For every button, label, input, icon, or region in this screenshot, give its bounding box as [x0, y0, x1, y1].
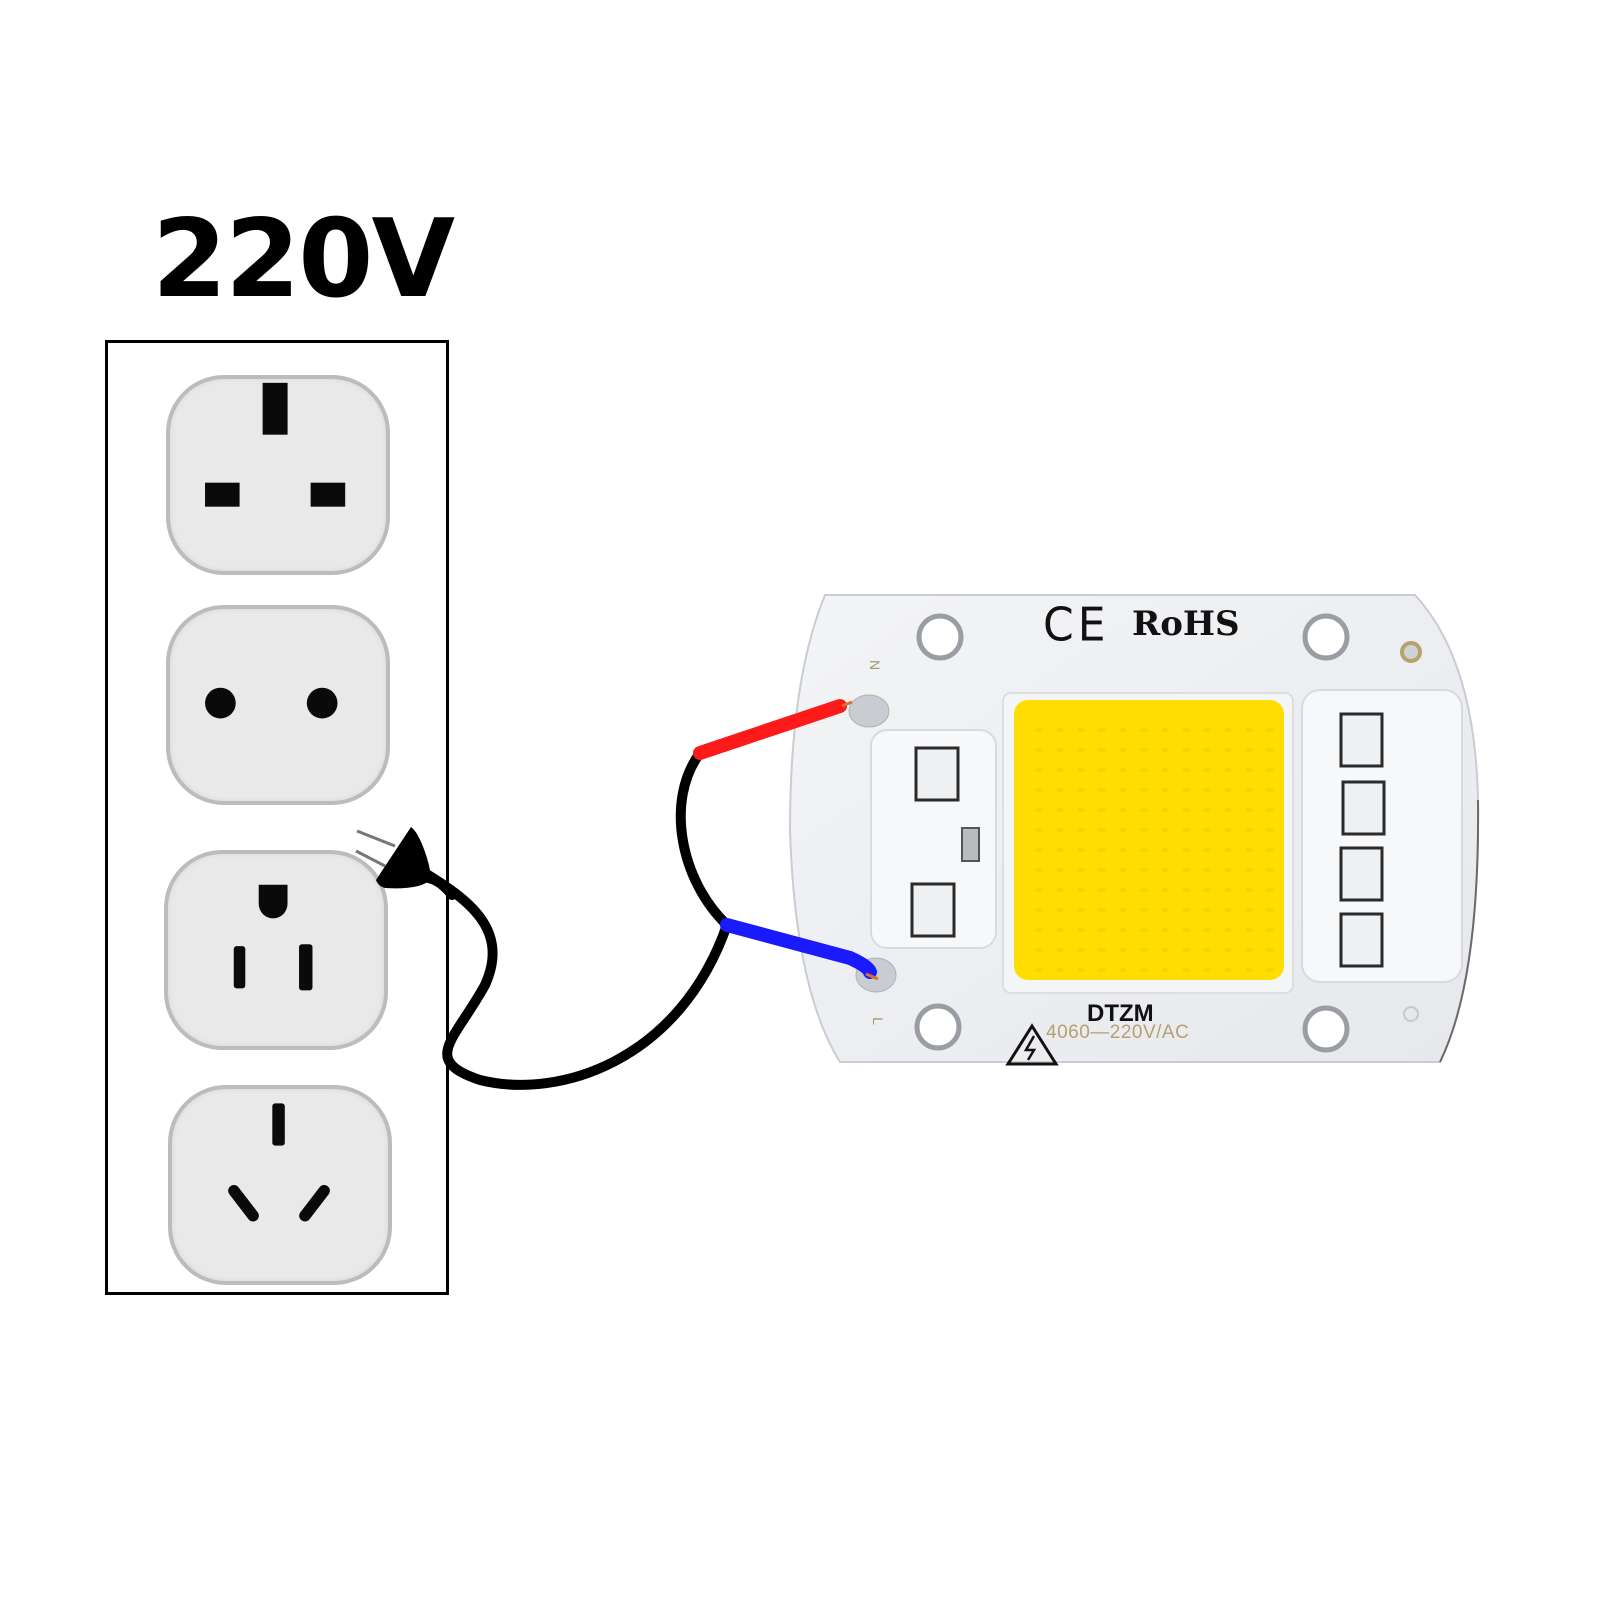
- solder-pad-l: [855, 957, 897, 993]
- model-label: 4060—220V/AC: [1046, 1022, 1190, 1043]
- terminal-l-label: L: [869, 1017, 886, 1025]
- power-cable: [415, 865, 732, 1090]
- solder-pad-n: [848, 694, 890, 728]
- driver-ic-column: [1339, 712, 1386, 968]
- wire-neutral-tip: [841, 700, 853, 708]
- outlet-panel: [105, 340, 449, 1295]
- wire-neutral: [693, 699, 847, 760]
- mounting-hole-icon: [914, 613, 1350, 1053]
- via-icon: [1403, 1006, 1419, 1022]
- voltage-title: 220V: [152, 197, 455, 322]
- led-chip: [1014, 700, 1284, 980]
- ce-certification-mark: CE: [1043, 598, 1110, 653]
- socket-uk: [166, 375, 390, 575]
- wire-live-tip: [865, 972, 879, 981]
- rohs-certification-mark: RoHS: [1132, 604, 1240, 644]
- brand-label: DTZM: [1087, 1000, 1154, 1027]
- resistor-icon: [961, 827, 980, 862]
- via-icon: [1400, 641, 1422, 663]
- power-cable-branch: [675, 748, 732, 930]
- wire-live: [720, 918, 877, 979]
- socket-us: [164, 850, 388, 1050]
- led-dot-grid: [1022, 712, 1278, 974]
- socket-cn: [168, 1085, 392, 1285]
- driver-ic-icon: [914, 746, 960, 802]
- eu-socket-holes-icon: [205, 687, 338, 719]
- terminal-n-label: N: [867, 659, 884, 671]
- driver-block-left: [870, 729, 997, 949]
- us-socket-holes-icon: [233, 884, 313, 991]
- cn-socket-holes-icon: [228, 1103, 330, 1222]
- socket-eu: [166, 605, 390, 805]
- driver-ic-icon: [910, 882, 956, 938]
- uk-socket-holes-icon: [205, 382, 346, 507]
- chip-frame: [1002, 692, 1294, 994]
- led-board: [788, 594, 1480, 1066]
- driver-block-right: [1301, 689, 1463, 983]
